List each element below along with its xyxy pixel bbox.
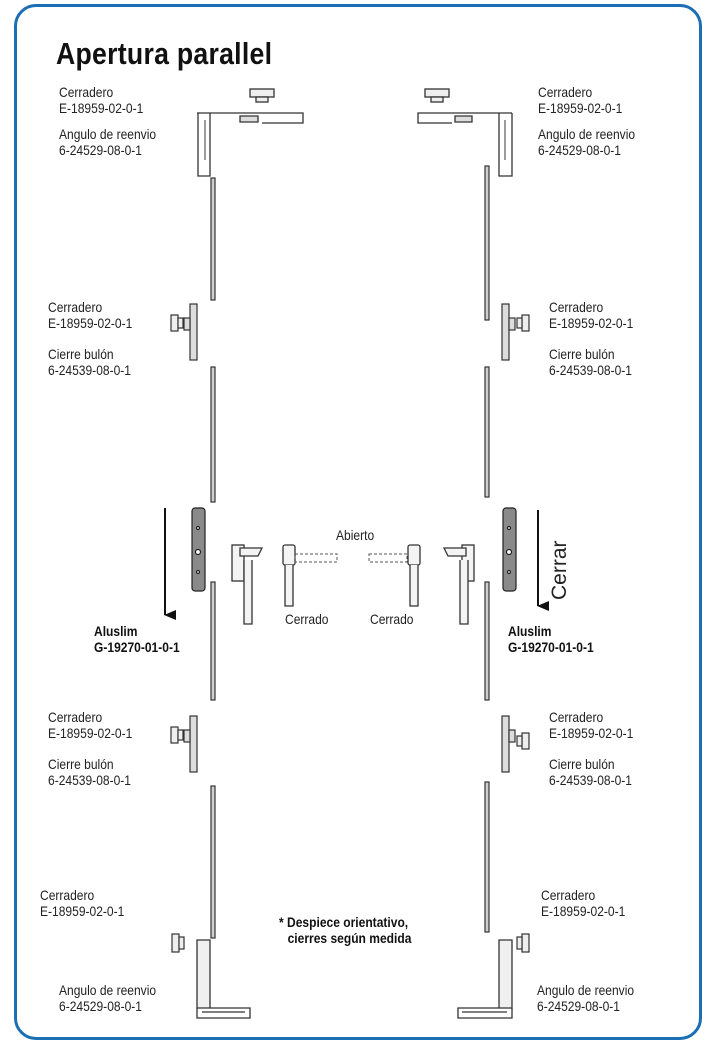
left-mid2-cerradero-label: Cerradero E-18959-02-0-1 [48,709,132,741]
label-code: E-18959-02-0-1 [549,315,634,331]
left-mid2-cierre-icon [183,715,198,773]
left-bot-angulo-label: Angulo de reenvio 6-24529-08-0-1 [59,982,156,1014]
label-code: 6-24529-08-0-1 [537,998,621,1014]
label-name: Cierre bulón [48,346,114,362]
left-bars [210,177,216,939]
label-code: 6-24539-08-0-1 [48,772,132,788]
label-name: Angulo de reenvio [59,982,157,998]
label-code: E-18959-02-0-1 [538,100,623,116]
left-mid1-cerradero-icon [170,314,184,332]
label-code: E-18959-02-0-1 [40,903,125,919]
right-top-corner-drive [417,112,513,177]
left-handle-plate [191,507,206,592]
right-mid2-cierre-icon [501,715,516,773]
left-top-corner-drive [197,112,304,177]
left-bot-cerradero-icon [171,933,185,953]
left-mid2-cierre-label: Cierre bulón 6-24539-08-0-1 [48,756,131,788]
right-mid2-cerradero-icon [516,732,530,750]
label-name: Cierre bulón [549,756,615,772]
note-line-2: cierres según medida [287,930,412,946]
note-line-1: * Despiece orientativo, [279,914,409,930]
right-bot-cerradero-icon [516,933,530,953]
right-mid2-cierre-label: Cierre bulón 6-24539-08-0-1 [549,756,632,788]
label-code: 6-24529-08-0-1 [538,142,622,158]
left-mid1-cierre-label: Cierre bulón 6-24539-08-0-1 [48,346,131,378]
center-right-open-outline [368,553,408,563]
right-top-angulo-label: Angulo de reenvio 6-24529-08-0-1 [538,126,635,158]
left-top-angulo-label: Angulo de reenvio 6-24529-08-0-1 [59,126,156,158]
label-code: E-18959-02-0-1 [549,725,634,741]
center-right-handle [407,544,421,607]
center-left-handle [282,544,296,607]
label-name: Cerradero [549,299,604,315]
label-name: Cerradero [541,887,596,903]
label-code: E-18959-02-0-1 [48,725,133,741]
label-code: E-18959-02-0-1 [541,903,626,919]
right-mid1-cierre-label: Cierre bulón 6-24539-08-0-1 [549,346,632,378]
left-mid1-cierre-icon [183,303,198,361]
left-top-cerradero-icon [249,88,275,103]
right-top-cerradero-label: Cerradero E-18959-02-0-1 [538,84,622,116]
page-frame [14,4,702,1040]
label-name: Cerradero [549,709,604,725]
right-handle-open-icon [442,544,475,625]
label-name: Cerradero [48,709,103,725]
right-bot-angulo-label: Angulo de reenvio 6-24529-08-0-1 [537,982,634,1014]
label-code: G-19270-01-0-1 [94,639,180,655]
cerrado-left-label: Cerrado [285,611,329,627]
center-left-open-outline [294,553,338,563]
label-code: G-19270-01-0-1 [508,639,594,655]
right-bars [484,165,490,933]
label-name: Angulo de reenvio [59,126,157,142]
label-code: 6-24539-08-0-1 [549,362,633,378]
left-top-cerradero-label: Cerradero E-18959-02-0-1 [59,84,143,116]
right-bot-cerradero-label: Cerradero E-18959-02-0-1 [541,887,625,919]
label-name: Cerradero [538,84,593,100]
label-code: E-18959-02-0-1 [48,315,133,331]
left-mid2-cerradero-icon [170,726,184,744]
label-name: Cerradero [40,887,95,903]
right-mid1-cierre-icon [501,303,516,361]
note-label: * Despiece orientativo, cierres según me… [279,914,411,946]
label-name: Angulo de reenvio [537,982,635,998]
left-bottom-corner-drive [196,939,251,1019]
label-code: 6-24539-08-0-1 [549,772,633,788]
page-title: Apertura parallel [56,36,273,71]
left-mid1-cerradero-label: Cerradero E-18959-02-0-1 [48,299,132,331]
right-mid1-cerradero-icon [516,314,530,332]
label-name: Aluslim [94,623,138,639]
label-name: Cierre bulón [549,346,615,362]
abierto-label: Abierto [336,527,375,543]
right-mid1-cerradero-label: Cerradero E-18959-02-0-1 [549,299,633,331]
label-code: 6-24539-08-0-1 [48,362,132,378]
right-handle-plate [502,507,517,592]
label-name: Cerradero [59,84,114,100]
label-code: E-18959-02-0-1 [59,100,144,116]
left-bot-cerradero-label: Cerradero E-18959-02-0-1 [40,887,124,919]
cerrado-right-label: Cerrado [370,611,414,627]
label-code: 6-24529-08-0-1 [59,998,143,1014]
label-name: Cerradero [48,299,103,315]
right-bottom-corner-drive [457,939,513,1019]
label-name: Angulo de reenvio [538,126,636,142]
right-handle-label: Aluslim G-19270-01-0-1 [508,623,594,655]
right-top-cerradero-icon [424,88,450,103]
label-name: Cierre bulón [48,756,114,772]
left-handle-label: Aluslim G-19270-01-0-1 [94,623,180,655]
label-name: Aluslim [508,623,552,639]
left-handle-open-icon [231,544,264,625]
right-mid2-cerradero-label: Cerradero E-18959-02-0-1 [549,709,633,741]
label-code: 6-24529-08-0-1 [59,142,143,158]
